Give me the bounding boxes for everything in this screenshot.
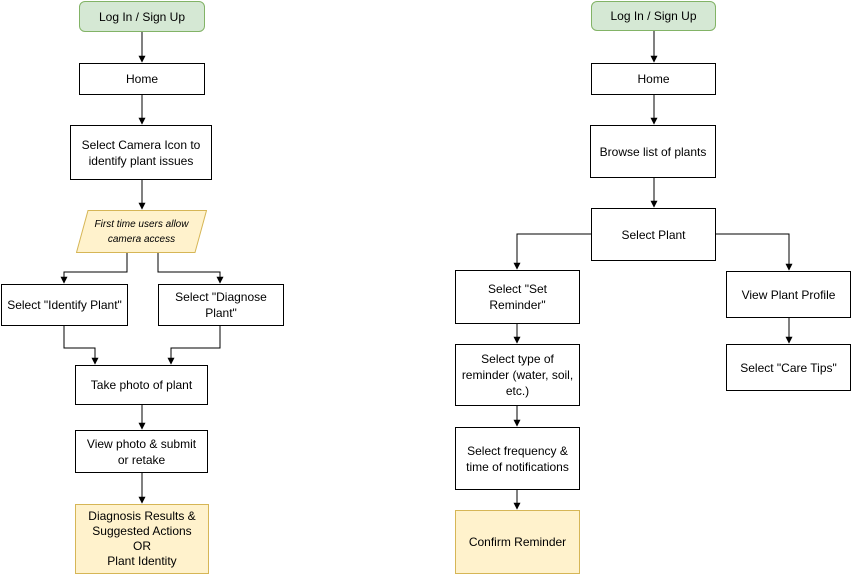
node-home-left: Home [79, 63, 205, 95]
connector-select-profile [716, 233, 793, 271]
node-plant-profile: View Plant Profile [726, 271, 851, 318]
node-reminder-type: Select type of reminder (water, soil, et… [455, 344, 580, 406]
node-set-reminder: Select "Set Reminder" [455, 270, 580, 324]
parallelogram-shape [76, 210, 207, 253]
connector-access-diagnose [157, 253, 224, 284]
node-login-right: Log In / Sign Up [591, 1, 716, 31]
node-home-right: Home [591, 63, 716, 95]
node-browse-plants: Browse list of plants [590, 125, 716, 178]
connector-diagnose-photo [167, 326, 221, 365]
node-diagnose-plant: Select "Diagnose Plant" [158, 284, 284, 326]
connector-identify-photo [63, 326, 99, 365]
node-diagnosis-results: Diagnosis Results & Suggested Actions OR… [75, 504, 209, 574]
node-camera-icon: Select Camera Icon to identify plant iss… [70, 125, 212, 180]
node-care-tips: Select "Care Tips" [726, 344, 851, 391]
node-confirm-reminder: Confirm Reminder [455, 510, 580, 574]
node-select-plant: Select Plant [591, 208, 716, 261]
node-take-photo: Take photo of plant [75, 365, 208, 405]
node-identify-plant: Select "Identify Plant" [1, 284, 128, 326]
node-frequency: Select frequency & time of notifications [455, 427, 580, 490]
node-login-left: Log In / Sign Up [79, 1, 205, 32]
connector-access-identify [60, 253, 128, 284]
node-view-photo: View photo & submit or retake [75, 430, 208, 473]
camera-access-label: First time users allow camera access [94, 218, 189, 245]
node-camera-access: First time users allow camera access [76, 210, 207, 253]
connector-select-reminder [513, 233, 591, 270]
